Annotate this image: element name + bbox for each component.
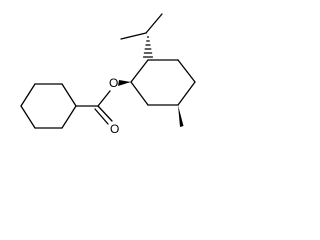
ring-bond-5 (130, 81, 149, 106)
carbonyl-oxygen-label: O (110, 122, 119, 136)
hashed-wedge-bond-isopropyl (142, 36, 154, 58)
wedge-bond-ester-oxygen (118, 80, 131, 86)
bond-isopropyl-right (145, 13, 163, 34)
ring-bond-3 (177, 81, 196, 106)
ester-oxygen-label: O (109, 76, 118, 90)
isopropyl-group (120, 13, 163, 58)
cy-bond-4 (20, 105, 36, 129)
ring-bond-2 (177, 59, 196, 83)
cy-bond-3 (20, 83, 36, 107)
cy-bond-6 (61, 105, 77, 129)
cy-bond-1 (61, 83, 77, 107)
wedge-bond-methyl (178, 105, 184, 127)
bond-oxygen-carbonyl-carbon (97, 90, 111, 107)
cyclohexyl-ring (20, 83, 77, 129)
carbonyl-double-bond (94, 105, 113, 125)
molecule-structure: O O (20, 13, 196, 136)
menthyl-ring (130, 59, 196, 106)
bond-isopropyl-left (120, 32, 147, 40)
ring-bond-6 (130, 59, 149, 83)
